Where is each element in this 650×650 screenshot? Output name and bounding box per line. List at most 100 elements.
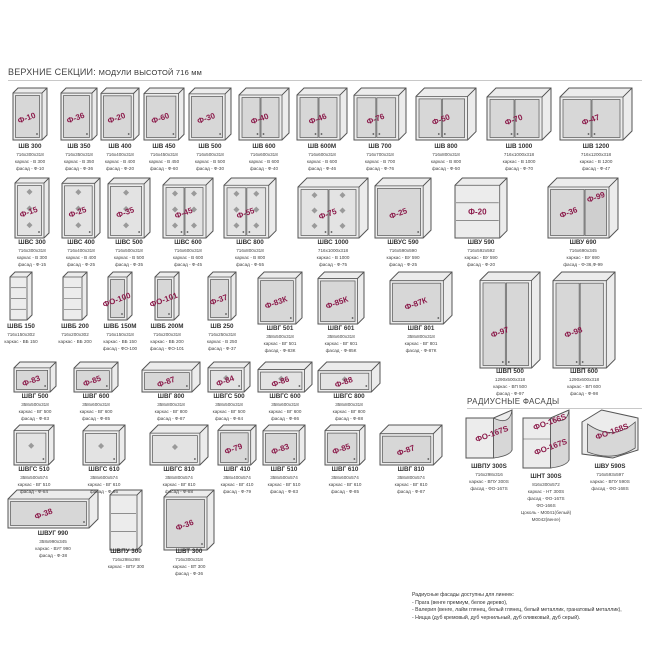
cabinet-door [392, 282, 442, 322]
cabinet-spec-line: каркас - ВГ 600 [79, 409, 113, 414]
cabinet-dimensions: 716x150x318 [106, 332, 134, 337]
cabinet-spec-line: фасад - Ф-47 [581, 166, 611, 171]
cabinet-drawing [13, 424, 55, 466]
cabinet-name: ШВ 500 [198, 143, 222, 150]
glass-pattern [98, 442, 105, 449]
cabinet-spec-line: фасад - Ф-40 [249, 166, 279, 171]
glass-pattern [223, 374, 230, 381]
cabinet-edge [49, 361, 57, 369]
door-handle [575, 361, 578, 363]
glass-pattern [191, 222, 197, 229]
cabinet-unit: Ф-75 [297, 177, 369, 239]
cabinet-dimensions: 358x800x318 [157, 402, 185, 407]
cabinet-edge [281, 87, 290, 96]
cabinet-door [555, 282, 580, 366]
cabinet-drawing: Ф-20 [100, 87, 140, 141]
door-handle [351, 317, 354, 319]
cabinet-unit: Ф-60 [143, 87, 185, 141]
cabinet-spec-line: фасад - Ф-85К [325, 348, 357, 353]
cabinet-spec-line: фасад - Ф-15 [17, 262, 47, 267]
cabinet-unit: Ф-85 [324, 424, 366, 466]
glass-pattern [26, 205, 33, 212]
cabinet-dimensions: 358x600x574 [331, 475, 359, 480]
cabinet-spec-line: каркас - В 1000 [502, 159, 536, 164]
door-handle [44, 385, 47, 387]
door-handle [427, 458, 430, 460]
cabinet-dimensions: 716x400x318 [67, 248, 95, 253]
cabinet-name: ШВГС 600 [269, 393, 301, 400]
cabinet-name: ШВ 350 [67, 143, 91, 150]
cabinet-door [260, 97, 280, 138]
glass-pattern [75, 189, 82, 196]
cabinet-dimensions: 358x600x318 [327, 334, 355, 339]
glass-pattern [341, 376, 348, 383]
cabinet-body [454, 177, 508, 239]
cabinet-door [356, 97, 377, 138]
cabinet-door [376, 97, 397, 138]
cabinet-spec-line: каркас - ВПУ 300S [469, 479, 509, 484]
cabinet-drawing: Ф-88 [317, 361, 381, 393]
cabinet-door [144, 372, 190, 390]
cabinet-drawing: Ф-55 [223, 177, 277, 239]
glass-pattern [253, 222, 260, 229]
cabinet-dimensions: 716x150x302 [7, 332, 35, 337]
cabinet-name: ШВГ 601 [327, 325, 355, 332]
cabinet-spec-line: фасад - Ф-46 [307, 166, 337, 171]
cabinet-name: ШВГС 810 [163, 466, 195, 473]
cabinet-name: ШВП 600 [570, 368, 598, 375]
cabinet-spec-line: фасад - Ф-20 [466, 262, 496, 267]
cabinet-spec-line: каркас - ВГ 810 [162, 482, 196, 487]
cabinet-name: ШВ 250 [210, 323, 234, 330]
glass-pattern [75, 205, 82, 212]
cabinet-unit: Ф-36 [163, 489, 215, 551]
door-handle [330, 231, 333, 233]
cabinet-unit: Ф-87К [389, 271, 453, 325]
door-handle [437, 133, 440, 135]
glass-pattern [233, 222, 240, 229]
cabinet-name: ШВГ 500 [21, 393, 49, 400]
cabinet-edge [358, 177, 369, 188]
cabinet-edge [298, 424, 306, 432]
door-handle [244, 458, 247, 460]
cabinet-spec-line: каркас - ВГ 510 [267, 482, 301, 487]
cabinet-unit: ФО-100 [101, 271, 133, 321]
cabinet-drawing: Ф-85К [317, 271, 365, 325]
cabinet-spec-line: каркас - ВГ 600 [268, 409, 302, 414]
cabinet-spec-line: каркас - ВБ 150 [103, 339, 137, 344]
cabinet-name: ШВБ 200М [150, 323, 184, 330]
cabinet-unit [149, 424, 209, 466]
cabinet-drawing: Ф-85 [73, 361, 119, 393]
cabinet-dimensions: 716x200x302 [61, 332, 89, 337]
cabinet-door [418, 98, 442, 138]
cabinet-spec-line: каркас - ВУ 690 [566, 255, 600, 260]
door-handle [185, 385, 188, 387]
cabinet-spec-line: каркас - ВУ 590 [386, 255, 420, 260]
cabinet-drawing: Ф-20 [454, 177, 508, 239]
cabinet-drawing: Ф-83 [262, 424, 306, 466]
cabinet-drawing: ФО-168S [581, 409, 639, 459]
cabinet-dimensions: 358x800x574 [165, 475, 193, 480]
cabinet-name: ШВП 500 [496, 368, 524, 375]
door-handle [324, 231, 327, 233]
cabinet-body [9, 271, 33, 321]
cabinet-edge [467, 87, 477, 97]
cabinet-unit [82, 424, 126, 466]
cabinet-unit: ФО-168S [581, 409, 639, 459]
cabinet-edge [357, 271, 365, 279]
availability-notes: Радиусные фасады доступны для линеек: - … [412, 592, 622, 622]
cabinet-unit: Ф-85К [317, 271, 365, 325]
cabinet-drawing: Ф-25 [61, 177, 101, 239]
cabinet-spec-line: фасад - Ф-86 [89, 489, 119, 494]
cabinet-edge [88, 489, 99, 500]
header-divider [8, 80, 642, 81]
cabinet-edge [295, 271, 303, 279]
cabinet-edge [43, 177, 50, 184]
